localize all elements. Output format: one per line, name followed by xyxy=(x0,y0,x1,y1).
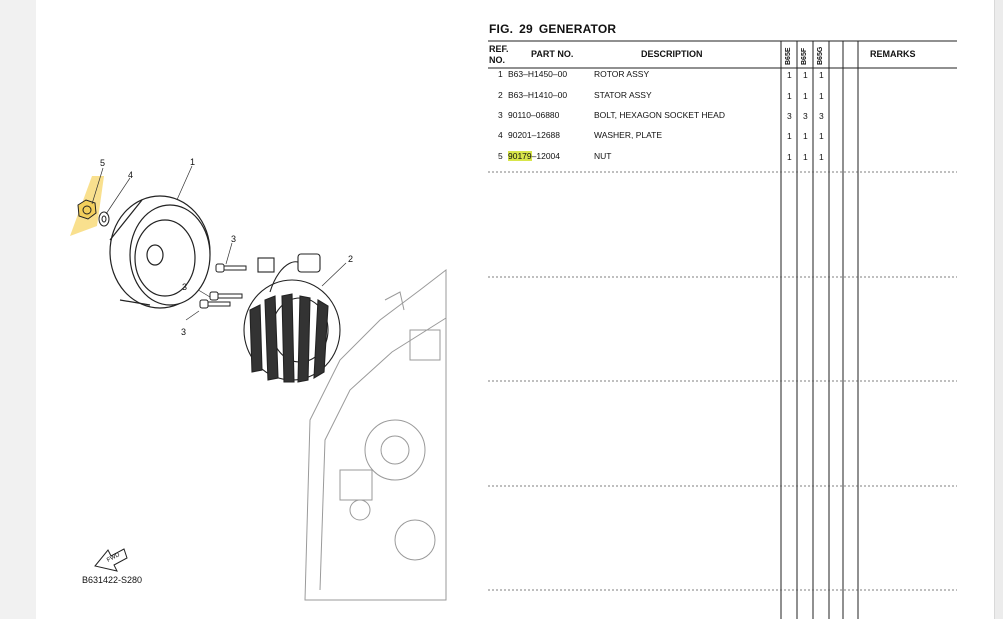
row-5-ref: 5 xyxy=(498,151,503,161)
row-3-qty-2: 3 xyxy=(803,111,808,121)
row-3-ref: 3 xyxy=(498,110,503,120)
page-left-margin xyxy=(0,0,36,619)
row-5-description: NUT xyxy=(594,151,612,161)
row-5-qty-1: 1 xyxy=(787,152,792,162)
callout-4: 4 xyxy=(128,170,133,180)
fwd-arrow-icon xyxy=(94,548,128,572)
row-2-qty-1: 1 xyxy=(787,91,792,101)
header-description: DESCRIPTION xyxy=(641,49,703,59)
figure-prefix: FIG. xyxy=(489,22,514,36)
row-5-qty-2: 1 xyxy=(803,152,808,162)
leader-lines xyxy=(91,165,347,321)
header-model-3: B65G xyxy=(817,46,824,65)
washer-part xyxy=(98,211,110,227)
row-3-qty-3: 3 xyxy=(819,111,824,121)
callout-3c: 3 xyxy=(181,327,186,337)
row-1-description: ROTOR ASSY xyxy=(594,69,650,79)
callout-1: 1 xyxy=(190,157,195,167)
row-3-part-no: 90110–06880 xyxy=(508,110,560,120)
row-4-ref: 4 xyxy=(498,130,503,140)
row-2-ref: 2 xyxy=(498,90,503,100)
page-right-scroll-edge xyxy=(994,0,1003,619)
row-1-qty-3: 1 xyxy=(819,70,824,80)
bolts-part xyxy=(199,263,247,309)
row-2-description: STATOR ASSY xyxy=(594,90,652,100)
part-no-suffix: –12004 xyxy=(531,151,561,161)
callout-5: 5 xyxy=(100,158,105,168)
row-4-description: WASHER, PLATE xyxy=(594,130,663,140)
exploded-diagram: FWD 5 4 1 3 3 3 2 xyxy=(70,157,447,601)
stator-part xyxy=(243,253,341,383)
callout-3a: 3 xyxy=(231,234,236,244)
row-2-part-no: B63–H1410–00 xyxy=(508,90,568,100)
header-ref-line2: NO. xyxy=(489,55,506,65)
diagram-code: B631422-S280 xyxy=(82,575,143,585)
callout-3b: 3 xyxy=(182,282,187,292)
part-no-highlight: 90179 xyxy=(508,151,532,161)
row-2-qty-3: 1 xyxy=(819,91,824,101)
header-model-2: B65F xyxy=(801,47,808,65)
row-5-part-no: 90179–12004 xyxy=(508,151,560,162)
header-model-1: B65E xyxy=(785,47,792,65)
row-5-qty-3: 1 xyxy=(819,152,824,162)
row-1-ref: 1 xyxy=(498,69,503,79)
row-4-part-no: 90201–12688 xyxy=(508,130,561,140)
row-3-qty-1: 3 xyxy=(787,111,792,121)
row-1-qty-1: 1 xyxy=(787,70,792,80)
header-ref-line1: REF. xyxy=(489,44,509,54)
crankcase-outline xyxy=(304,268,447,601)
row-1-qty-2: 1 xyxy=(803,70,808,80)
header-remarks: REMARKS xyxy=(870,49,916,59)
header-part-no: PART NO. xyxy=(531,49,574,59)
row-4-qty-3: 1 xyxy=(819,131,824,141)
figure-name: GENERATOR xyxy=(538,22,617,36)
figure-number: 29 xyxy=(519,22,533,36)
rotor-part xyxy=(109,195,211,309)
row-4-qty-1: 1 xyxy=(787,131,792,141)
figure-title: FIG. 29 GENERATOR xyxy=(489,22,622,36)
row-1-part-no: B63–H1450–00 xyxy=(508,69,568,79)
row-3-description: BOLT, HEXAGON SOCKET HEAD xyxy=(594,110,725,120)
row-2-qty-2: 1 xyxy=(803,91,808,101)
row-4-qty-2: 1 xyxy=(803,131,808,141)
nut-part xyxy=(77,199,97,220)
callout-2: 2 xyxy=(348,254,353,264)
